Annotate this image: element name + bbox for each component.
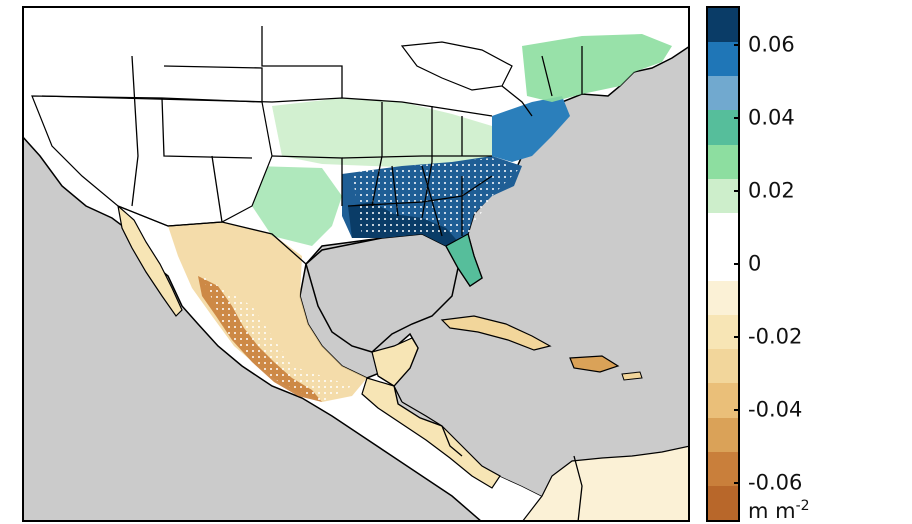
colorbar-segment xyxy=(708,144,738,180)
country-borders xyxy=(117,205,583,522)
map-frame xyxy=(22,6,690,522)
colorbar-segment xyxy=(708,76,738,111)
colorbar-tick xyxy=(734,263,740,265)
mid-atlantic xyxy=(492,96,570,162)
central-america xyxy=(361,377,501,489)
pacific-ocean xyxy=(22,134,484,522)
colorbar-tick xyxy=(734,116,740,119)
map-panel xyxy=(22,6,690,522)
colorbar-tick xyxy=(734,189,740,192)
hispaniola xyxy=(569,355,620,373)
florida xyxy=(445,233,483,287)
colorbar-tick-label: -0.06 xyxy=(748,470,803,495)
midwest xyxy=(272,98,502,168)
colorbar-tick-label: -0.02 xyxy=(748,324,803,349)
colorbar-tick-label: 0.02 xyxy=(748,178,795,203)
mexico-central xyxy=(168,222,367,402)
colorbar-segment xyxy=(708,383,738,419)
state-borders xyxy=(41,26,583,237)
colorbar-tick xyxy=(734,43,740,46)
plains-green xyxy=(252,166,342,246)
colorbar-segment xyxy=(708,212,738,248)
cuba xyxy=(440,315,552,351)
colorbar-segment xyxy=(708,349,738,384)
units-superscript: -2 xyxy=(795,498,810,514)
puerto-rico xyxy=(621,371,643,381)
colorbar-units: m m-2 xyxy=(748,498,810,523)
baja-california xyxy=(117,204,183,317)
mexico-stipple xyxy=(202,276,352,402)
south-america xyxy=(521,445,690,522)
colorbar-segment xyxy=(708,451,738,487)
colorbar-segment xyxy=(708,178,738,214)
colorbar-tick-label: -0.04 xyxy=(748,397,803,422)
colorbar-segment xyxy=(708,110,738,146)
units-text: m m xyxy=(748,499,796,523)
colorbar-segment xyxy=(708,42,738,77)
colorbar-segment xyxy=(708,315,738,350)
colorbar-segment xyxy=(708,485,738,520)
gulf-of-mexico xyxy=(305,233,459,353)
colorbar-tick xyxy=(734,482,740,485)
colorbar-tick-label: 0 xyxy=(748,251,762,276)
colorbar-tick xyxy=(734,336,740,339)
colorbar-segment xyxy=(708,246,738,282)
caribbean-sea xyxy=(442,306,690,496)
colorbar-segment xyxy=(708,281,738,316)
northeast xyxy=(522,34,672,102)
colorbar-segment xyxy=(708,417,738,453)
colorbar-tick-label: 0.04 xyxy=(748,105,795,130)
colorbar-tick-label: 0.06 xyxy=(748,32,795,57)
colorbar-segment xyxy=(708,8,738,43)
colorbar-tick xyxy=(734,409,740,412)
